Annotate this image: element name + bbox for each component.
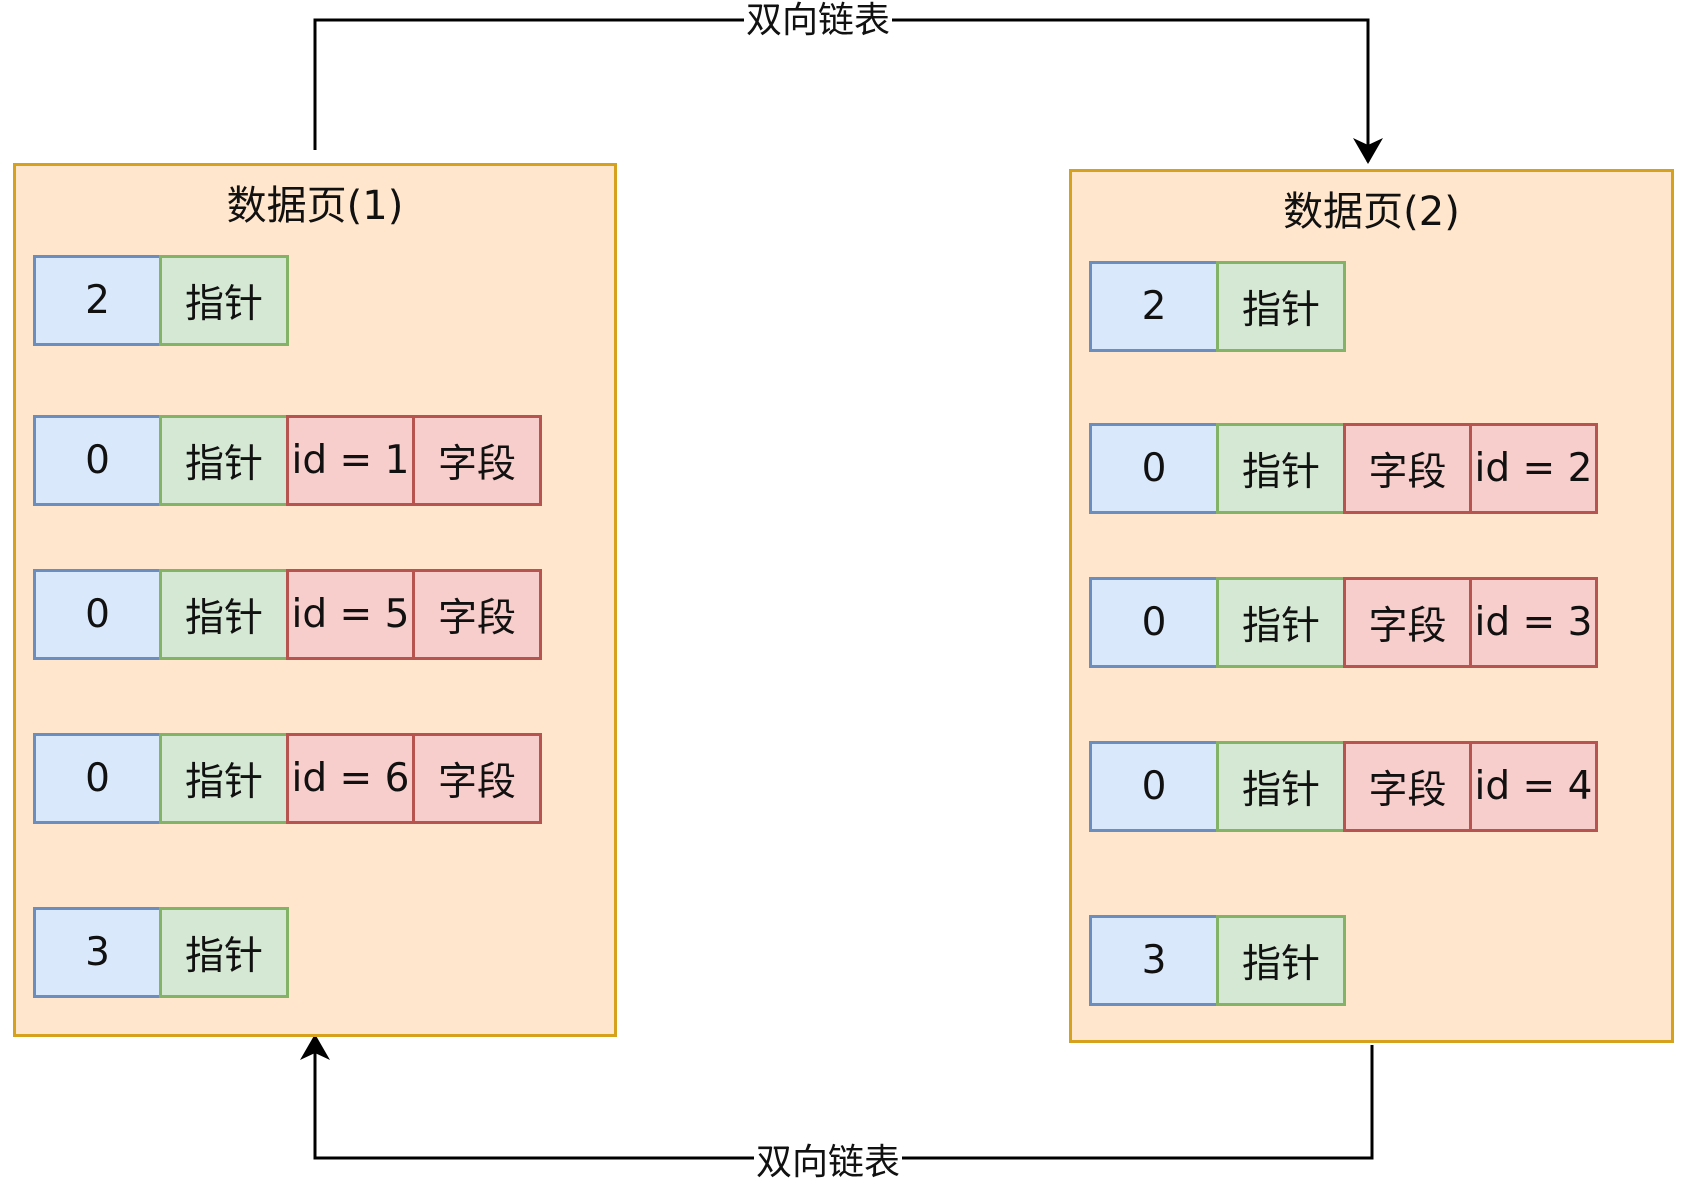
record-field-cell: 字段 <box>412 733 542 824</box>
record-id-cell: id = 3 <box>1469 577 1598 668</box>
record-pointer-cell: 指针 <box>159 733 289 824</box>
record-id-cell: id = 5 <box>286 569 415 660</box>
page-title: 数据页(2) <box>1283 189 1460 235</box>
record-type-cell: 2 <box>1089 261 1219 352</box>
record-id-cell: id = 4 <box>1469 741 1598 832</box>
record-pointer-cell: 指针 <box>159 255 289 346</box>
bottom-link-label: 双向链表 <box>754 1142 903 1184</box>
record-field-cell: 字段 <box>1343 423 1472 514</box>
record-field-cell: 字段 <box>1343 741 1472 832</box>
record-pointer-cell: 指针 <box>159 415 289 506</box>
record-field-cell: 字段 <box>412 415 542 506</box>
page-title: 数据页(1) <box>226 183 404 229</box>
top-link-label: 双向链表 <box>744 0 893 42</box>
record-field-cell: 字段 <box>1343 577 1472 668</box>
record-type-cell: 2 <box>33 255 162 346</box>
record-type-cell: 3 <box>33 907 162 998</box>
record-pointer-cell: 指针 <box>1216 577 1346 668</box>
record-id-cell: id = 6 <box>286 733 415 824</box>
record-type-cell: 0 <box>1089 741 1219 832</box>
record-pointer-cell: 指针 <box>159 569 289 660</box>
record-field-cell: 字段 <box>412 569 542 660</box>
record-pointer-cell: 指针 <box>1216 261 1346 352</box>
record-type-cell: 3 <box>1089 915 1219 1006</box>
record-type-cell: 0 <box>33 733 162 824</box>
record-type-cell: 0 <box>33 569 162 660</box>
record-type-cell: 0 <box>1089 423 1219 514</box>
record-pointer-cell: 指针 <box>1216 741 1346 832</box>
record-type-cell: 0 <box>1089 577 1219 668</box>
record-pointer-cell: 指针 <box>1216 423 1346 514</box>
record-pointer-cell: 指针 <box>159 907 289 998</box>
record-id-cell: id = 2 <box>1469 423 1598 514</box>
bottom-link-line <box>300 1034 1374 1160</box>
record-type-cell: 0 <box>33 415 162 506</box>
record-pointer-cell: 指针 <box>1216 915 1346 1006</box>
record-id-cell: id = 1 <box>286 415 415 506</box>
